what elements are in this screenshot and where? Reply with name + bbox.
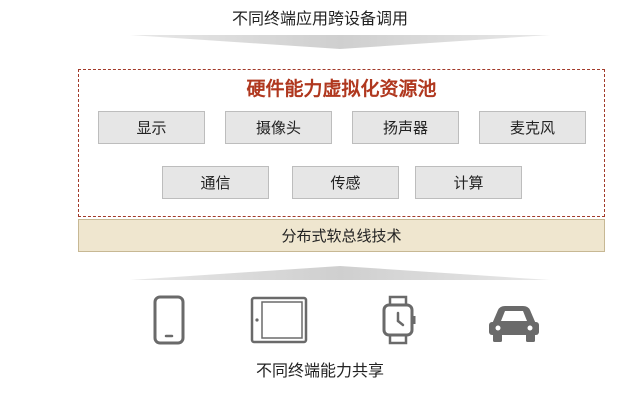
chip-camera: 摄像头 <box>225 111 332 144</box>
top-arrow-band <box>130 35 550 49</box>
resource-pool-title: 硬件能力虚拟化资源池 <box>246 78 437 100</box>
bottom-caption: 不同终端能力共享 <box>255 361 384 380</box>
chip-microphone: 麦克风 <box>479 111 586 144</box>
chip-communication: 通信 <box>162 166 269 199</box>
top-caption: 不同终端应用跨设备调用 <box>231 9 408 28</box>
watch-icon <box>382 295 416 345</box>
chip-computing: 计算 <box>415 166 522 199</box>
resource-pool-frame <box>78 69 605 217</box>
chip-speaker: 扬声器 <box>352 111 459 144</box>
chip-display: 显示 <box>98 111 205 144</box>
car-icon <box>489 306 539 342</box>
chip-sensing: 传感 <box>292 166 399 199</box>
softbus-bar: 分布式软总线技术 <box>78 219 605 252</box>
bottom-arrow-band <box>130 266 550 280</box>
tablet-icon <box>250 296 308 344</box>
phone-icon <box>153 295 185 345</box>
